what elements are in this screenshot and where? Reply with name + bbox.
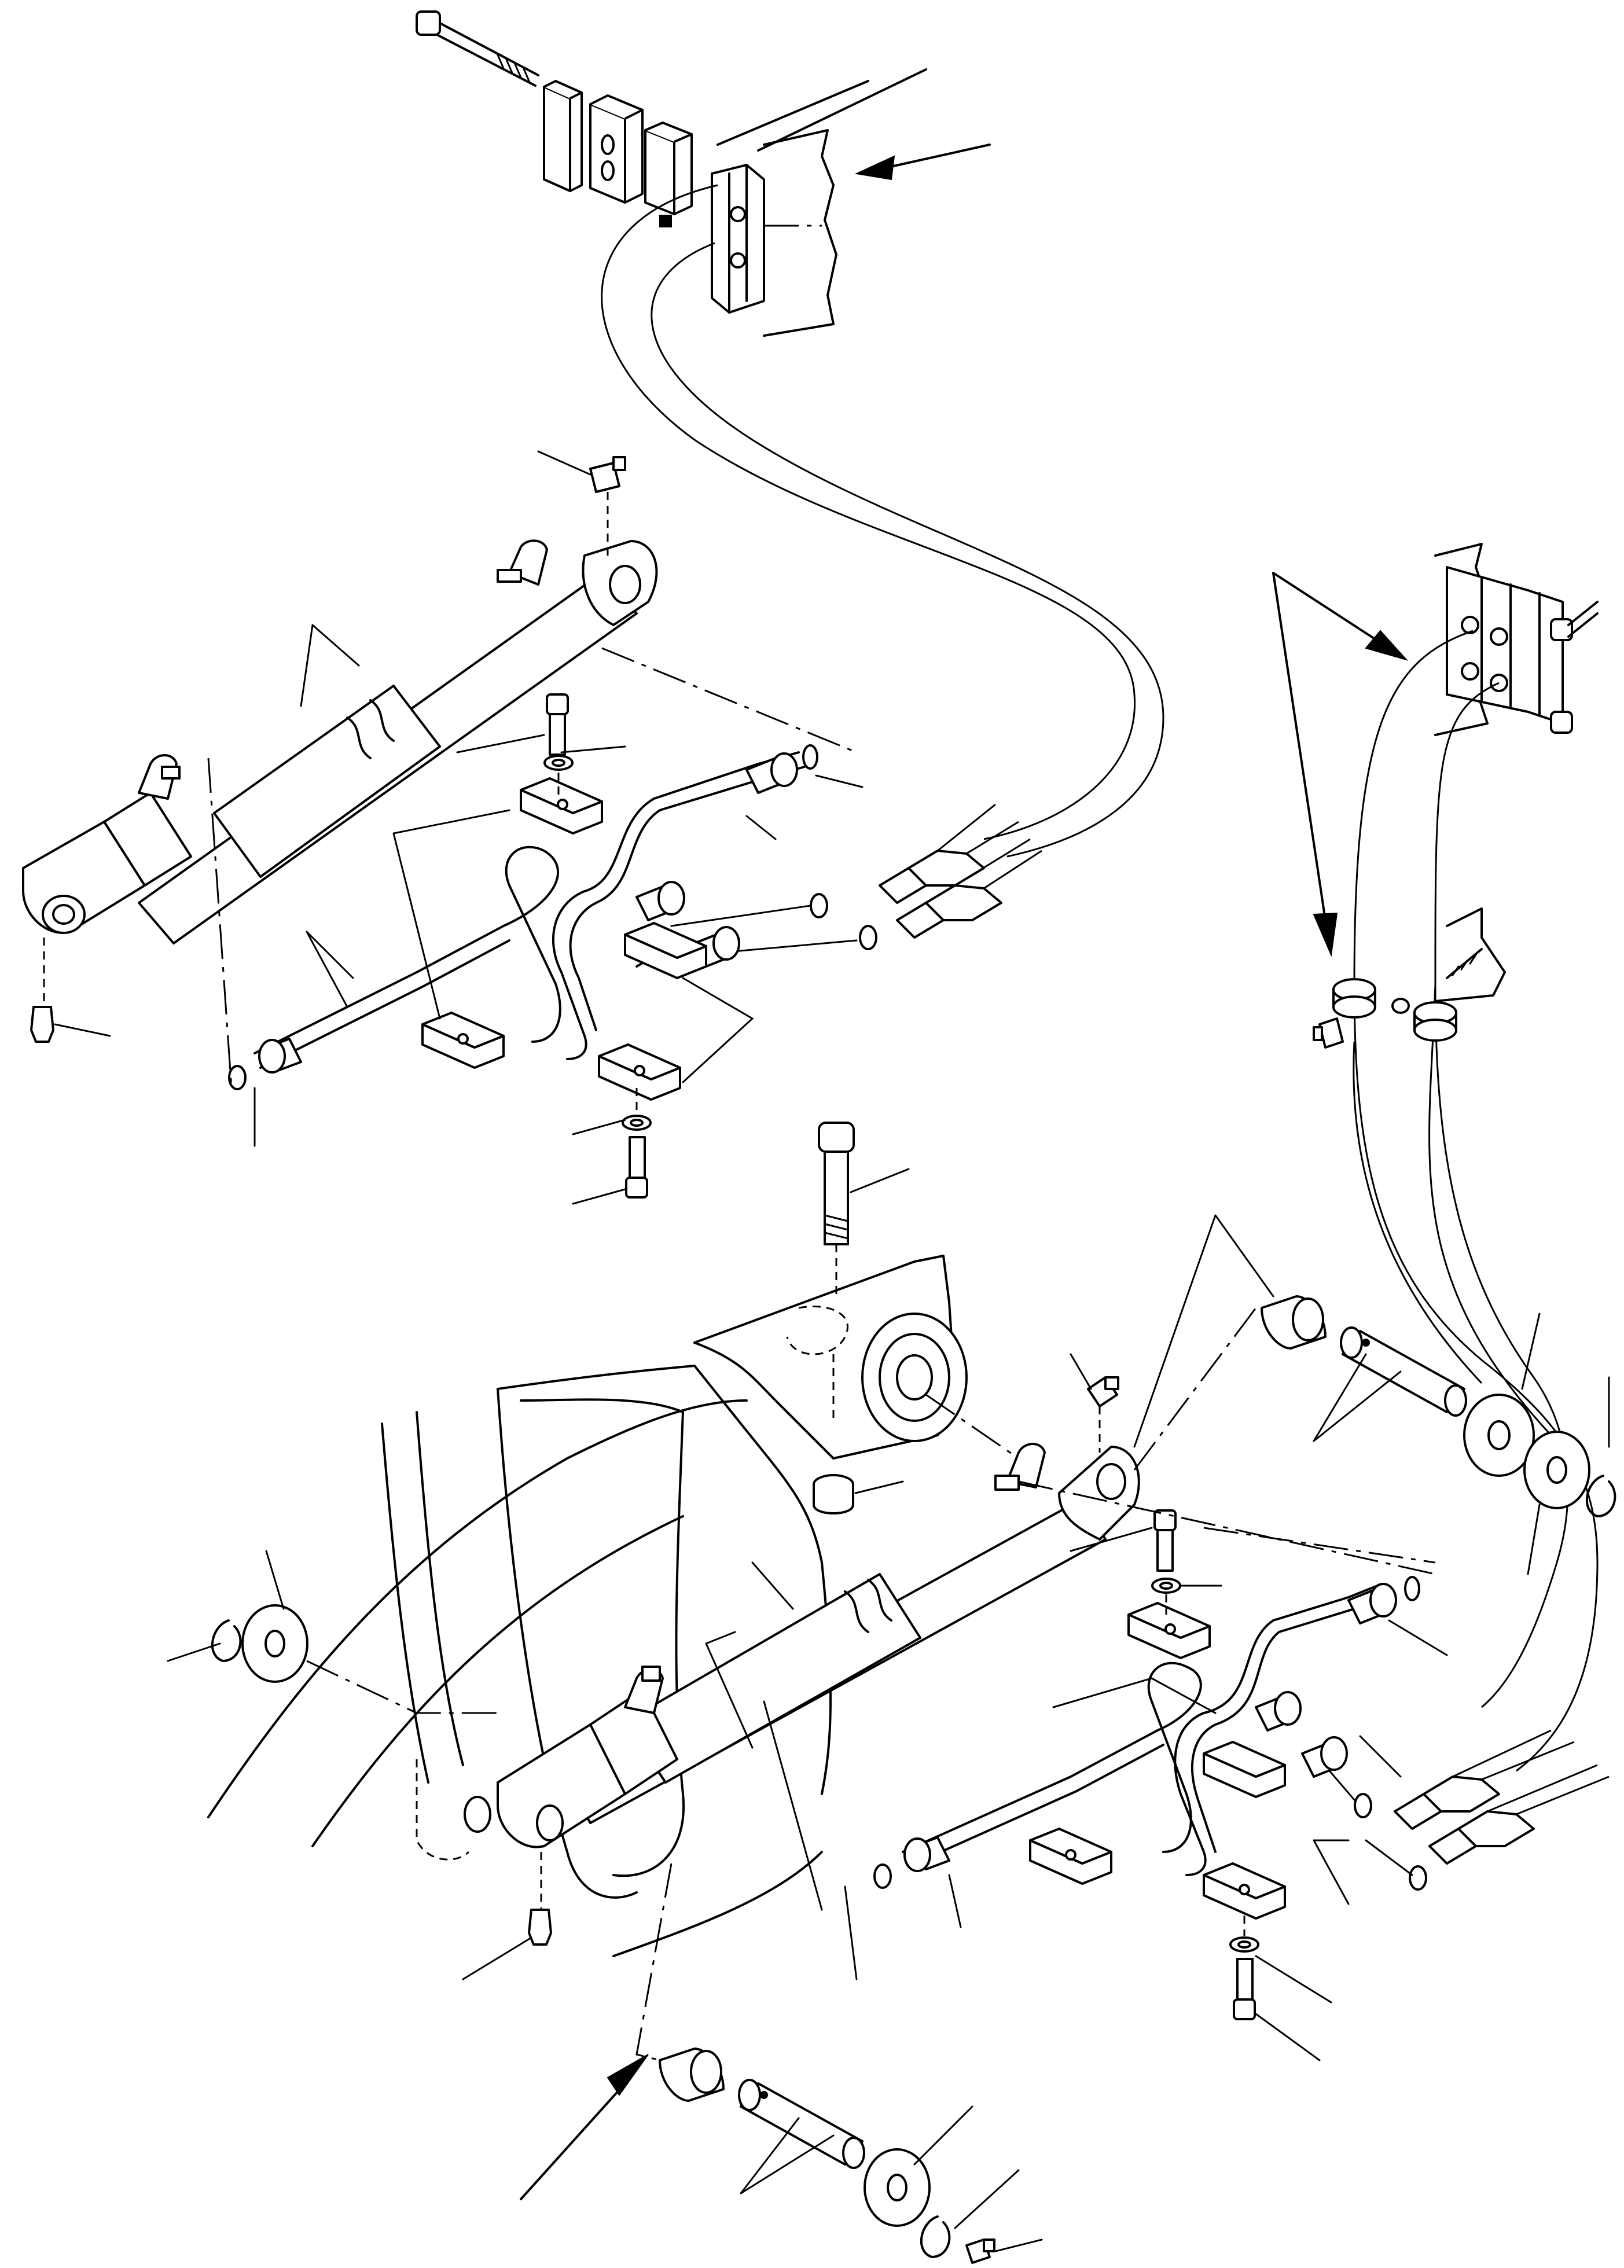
grease-nipple-lower-rod bbox=[1070, 1353, 1119, 1453]
arrow-lower-left bbox=[520, 2054, 649, 2200]
upper-cylinder-elbow-fitting-1 bbox=[138, 754, 181, 800]
lower-bolt-bottom bbox=[1229, 1916, 1259, 2020]
arrow-top bbox=[854, 144, 991, 181]
lower-long-bolt bbox=[818, 1122, 910, 1296]
grease-nipple-lower-head bbox=[462, 1852, 552, 1980]
frame-bracket-top bbox=[711, 129, 837, 337]
hose-pair-upper bbox=[601, 184, 1164, 858]
right-clamp-assembly bbox=[1434, 543, 1599, 736]
lower-bushing bbox=[659, 2048, 725, 2102]
grease-nipple-upper-head bbox=[30, 938, 111, 1043]
upper-hose-fittings bbox=[670, 803, 1042, 956]
right-pin-assembly bbox=[1133, 1214, 1616, 1575]
upper-cylinder-head bbox=[22, 792, 192, 934]
lower-steel-pipes bbox=[873, 1576, 1420, 1889]
lower-pin-assembly bbox=[635, 1863, 1043, 2264]
boom-bracket-boss bbox=[861, 1313, 968, 1442]
clamp-block-2 bbox=[644, 122, 693, 227]
grease-nipple-lower-pin bbox=[965, 2238, 995, 2264]
right-bushing bbox=[1261, 1295, 1327, 1350]
arrow-right-lower bbox=[1272, 572, 1338, 957]
lower-bolt-top bbox=[1151, 1509, 1181, 1615]
lower-cylinder-elbow-fitting-1 bbox=[624, 1666, 664, 1714]
grease-nipple-upper-rod bbox=[537, 450, 626, 556]
lower-cylinder-head bbox=[497, 1689, 678, 1848]
strap-plate bbox=[543, 80, 583, 192]
right-snap-ring bbox=[1586, 1475, 1616, 1517]
right-washer-1 bbox=[1463, 1394, 1535, 1477]
right-pin bbox=[1340, 1326, 1467, 1417]
hose-pair-right bbox=[1353, 630, 1599, 1772]
lower-cylinder-elbow-fitting-2 bbox=[994, 1443, 1046, 1491]
arrow-right-upper bbox=[1272, 572, 1409, 661]
upper-bolt-bottom bbox=[622, 1088, 652, 1199]
right-washer-2 bbox=[1523, 1431, 1590, 1509]
upper-hydraulic-cylinder bbox=[22, 539, 658, 944]
right-hose-clamp bbox=[1313, 907, 1506, 1049]
arm-silhouette bbox=[207, 1399, 823, 1957]
lower-hose-fittings bbox=[1318, 1729, 1610, 1891]
upper-cylinder-rod-eye bbox=[582, 540, 658, 626]
lower-pin bbox=[738, 2079, 865, 2169]
lower-hydraulic-cylinder bbox=[497, 1443, 1140, 1848]
upper-steel-pipes bbox=[228, 744, 818, 1090]
upper-cylinder-elbow-fitting-2 bbox=[497, 539, 548, 586]
clamp-block-1 bbox=[589, 94, 644, 204]
top-clamp-assembly bbox=[416, 10, 991, 337]
lower-pipe-clamps bbox=[1029, 1602, 1286, 1920]
upper-alignment-lines bbox=[207, 647, 857, 1089]
lower-leader-lines bbox=[705, 1480, 1448, 2061]
upper-bolt-top bbox=[543, 693, 574, 799]
left-washer-snap bbox=[167, 1550, 308, 1683]
upper-pipe-clamps bbox=[421, 777, 707, 1101]
lower-nut bbox=[813, 1474, 904, 1515]
lower-snap-ring bbox=[920, 2215, 951, 2258]
long-bolt-top bbox=[416, 10, 539, 87]
boom-bracket bbox=[693, 1255, 1019, 1460]
upper-leader-lines bbox=[253, 624, 864, 1205]
lower-cylinder-rod-eye bbox=[1058, 1446, 1140, 1541]
lower-washer bbox=[864, 2148, 931, 2227]
